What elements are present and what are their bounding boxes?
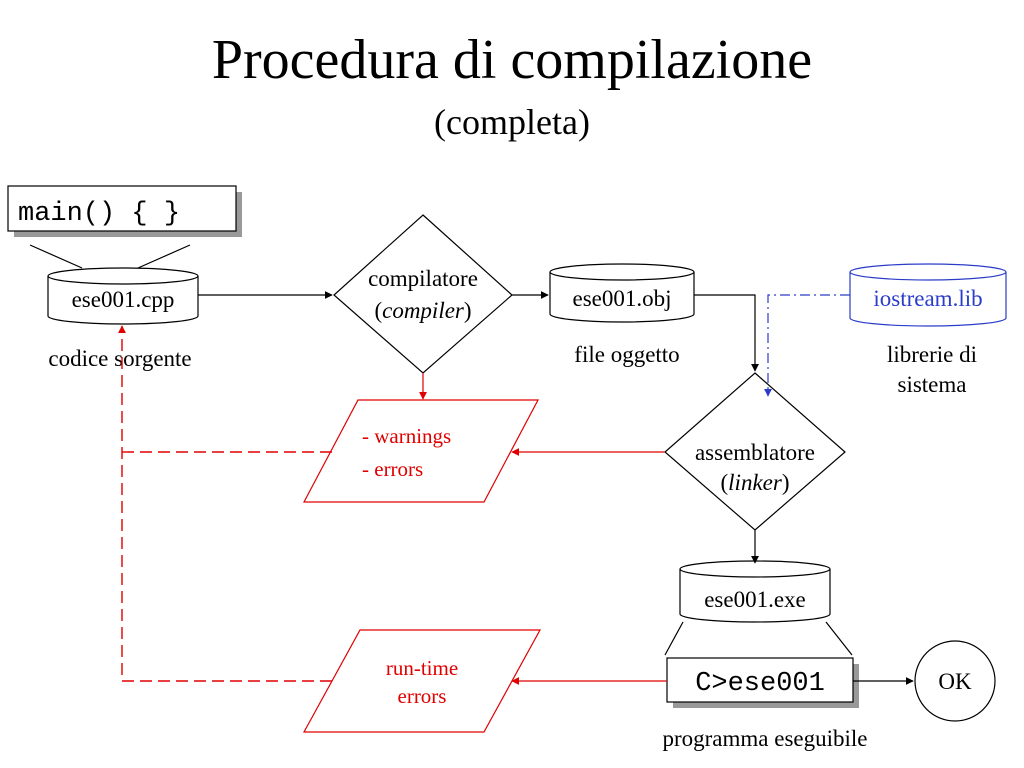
library-caption-line1: librerie di [887,342,977,367]
compiler-diamond: compilatore (compiler) [333,214,513,374]
compile-errors-text: - errors [362,457,423,481]
arrow-library-to-linker [764,294,850,397]
runtime-errors-line1: run-time [386,656,458,680]
linker-diamond: assemblatore (linker) [664,372,846,531]
compiler-label-line1: compilatore [368,266,478,291]
compile-warnings-text: - warnings [362,424,451,448]
runtime-errors-line2: errors [398,684,447,708]
run-command-text: C>ese001 [695,669,825,699]
object-file-label: ese001.obj [572,286,671,311]
library-caption-line2: sistema [898,372,967,397]
runtime-errors-box: run-time errors [302,629,542,733]
source-file-cylinder: ese001.cpp [47,267,199,325]
exe-callout-lines [664,621,853,656]
compile-errors-box: - warnings - errors [303,399,539,503]
page-title: Procedura di compilazione [212,29,812,91]
page-subtitle: (completa) [434,102,590,142]
exe-caption: programma eseguibile [662,726,867,751]
compiler-label-line2: (compiler) [374,298,471,323]
exe-file-cylinder: ese001.exe [679,560,831,623]
source-file-label: ese001.cpp [72,287,175,312]
run-command-box: C>ese001 [666,657,859,708]
source-code-text: main() { } [18,199,180,229]
feedback-runtime-errors [118,325,332,682]
library-file-label: iostream.lib [873,286,982,311]
object-caption: file oggetto [574,342,679,367]
ok-circle: OK [914,640,996,722]
linker-label-line2: (linker) [721,470,790,495]
arrow-object-to-linker [694,294,759,372]
exe-file-label: ese001.exe [704,587,806,612]
ok-label: OK [938,669,972,694]
linker-label-line1: assemblatore [695,440,815,465]
object-file-cylinder: ese001.obj [549,263,695,323]
source-caption: codice sorgente [48,346,191,371]
source-code-callout: main() { } [7,185,242,269]
library-cylinder: iostream.lib [849,263,1007,327]
